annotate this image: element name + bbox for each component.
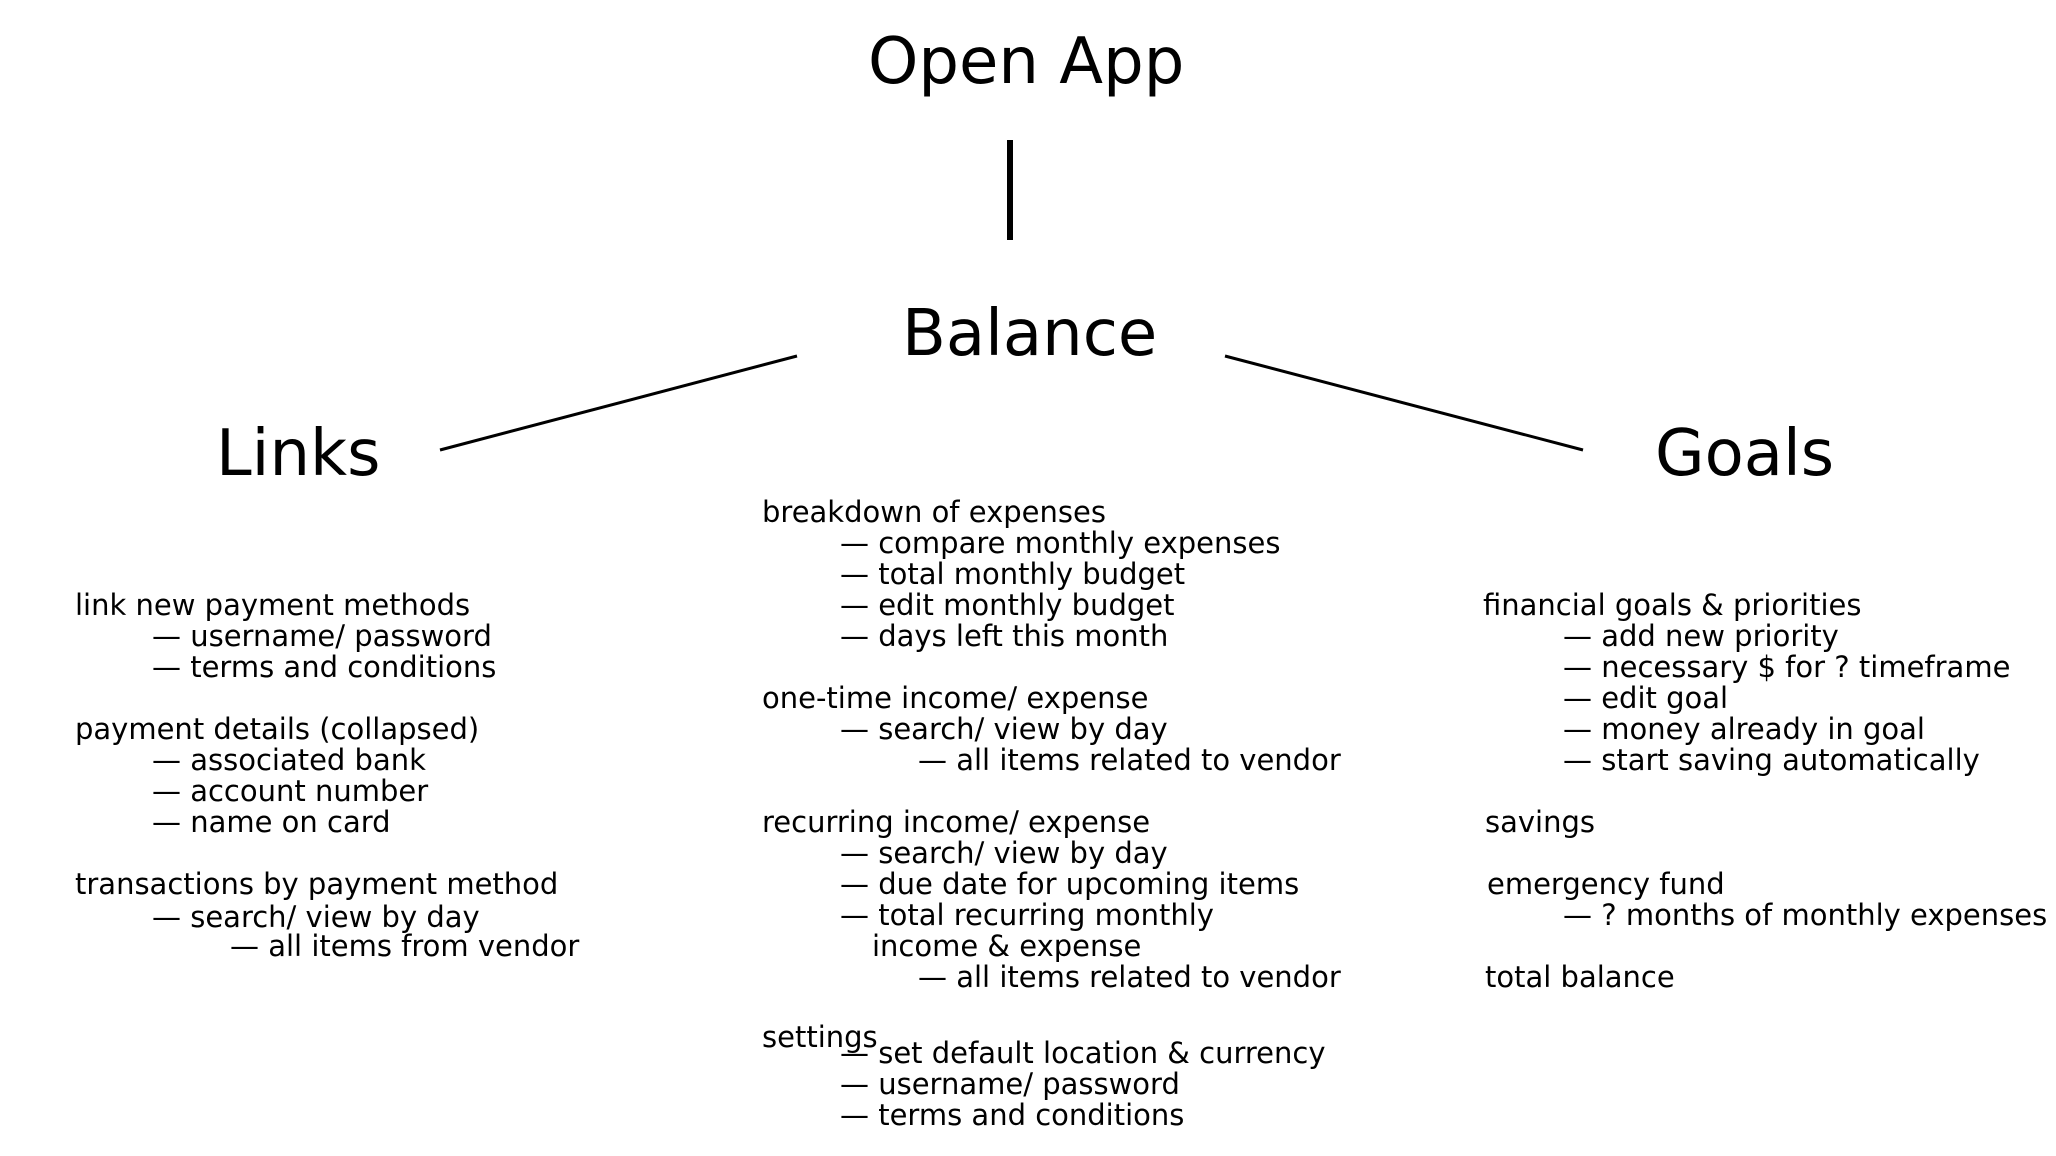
balance-group-heading: one-time income/ expense xyxy=(762,681,1149,715)
connector-balance-to-goals xyxy=(1224,354,1584,452)
goals-list-item: — necessary $ for ? timeframe xyxy=(1563,650,2011,684)
links-list-item: — associated bank xyxy=(152,743,426,777)
balance-list-item: — search/ view by day xyxy=(840,836,1168,870)
goals-list-item: — add new priority xyxy=(1563,619,1839,653)
balance-list-item: — username/ password xyxy=(840,1067,1180,1101)
links-list-item: — terms and conditions xyxy=(152,650,497,684)
links-list-item: — account number xyxy=(152,774,429,808)
goals-node-title: Goals xyxy=(1655,417,1835,491)
goals-list-item: — start saving automatically xyxy=(1563,743,1980,777)
balance-list-item: — days left this month xyxy=(840,619,1169,653)
balance-list-item: — total recurring monthly xyxy=(840,898,1214,932)
links-node-title: Links xyxy=(216,417,381,491)
links-group-heading: link new payment methods xyxy=(75,588,471,622)
links-group-heading: transactions by payment method xyxy=(75,867,559,901)
balance-node-title: Balance xyxy=(902,297,1158,371)
goals-list-item: — money already in goal xyxy=(1563,712,1925,746)
balance-list-item: — search/ view by day xyxy=(840,712,1168,746)
goals-group-heading: emergency fund xyxy=(1487,867,1725,901)
balance-list-item: — set default location & currency xyxy=(840,1036,1326,1070)
balance-list-subitem: — all items related to vendor xyxy=(918,960,1341,994)
goals-group-heading: savings xyxy=(1485,805,1595,839)
goals-group-heading: financial goals & priorities xyxy=(1483,588,1862,622)
connector-balance-to-links xyxy=(439,354,798,452)
links-group-heading: payment details (collapsed) xyxy=(75,712,480,746)
balance-group-heading: settings xyxy=(762,1020,878,1054)
balance-list-item: — due date for upcoming items xyxy=(840,867,1300,901)
balance-list-item: — total monthly budget xyxy=(840,557,1186,591)
balance-list-item: — edit monthly budget xyxy=(840,588,1175,622)
balance-list-item: — compare monthly expenses xyxy=(840,526,1281,560)
links-list-subitem: — all items from vendor xyxy=(230,929,580,963)
links-list-item: — name on card xyxy=(152,805,391,839)
balance-list-item: — terms and conditions xyxy=(840,1098,1185,1132)
balance-list-subitem: — all items related to vendor xyxy=(918,743,1341,777)
goals-list-item: — ? months of monthly expenses xyxy=(1563,898,2048,932)
balance-group-heading: recurring income/ expense xyxy=(762,805,1151,839)
links-list-item: — search/ view by day xyxy=(152,900,480,934)
balance-group-heading: breakdown of expenses xyxy=(762,495,1106,529)
root-node-open-app: Open App xyxy=(868,25,1185,99)
goals-list-item: — edit goal xyxy=(1563,681,1729,715)
links-list-item: — username/ password xyxy=(152,619,492,653)
goals-group-heading: total balance xyxy=(1485,960,1675,994)
balance-list-item-continuation: income & expense xyxy=(872,929,1142,963)
